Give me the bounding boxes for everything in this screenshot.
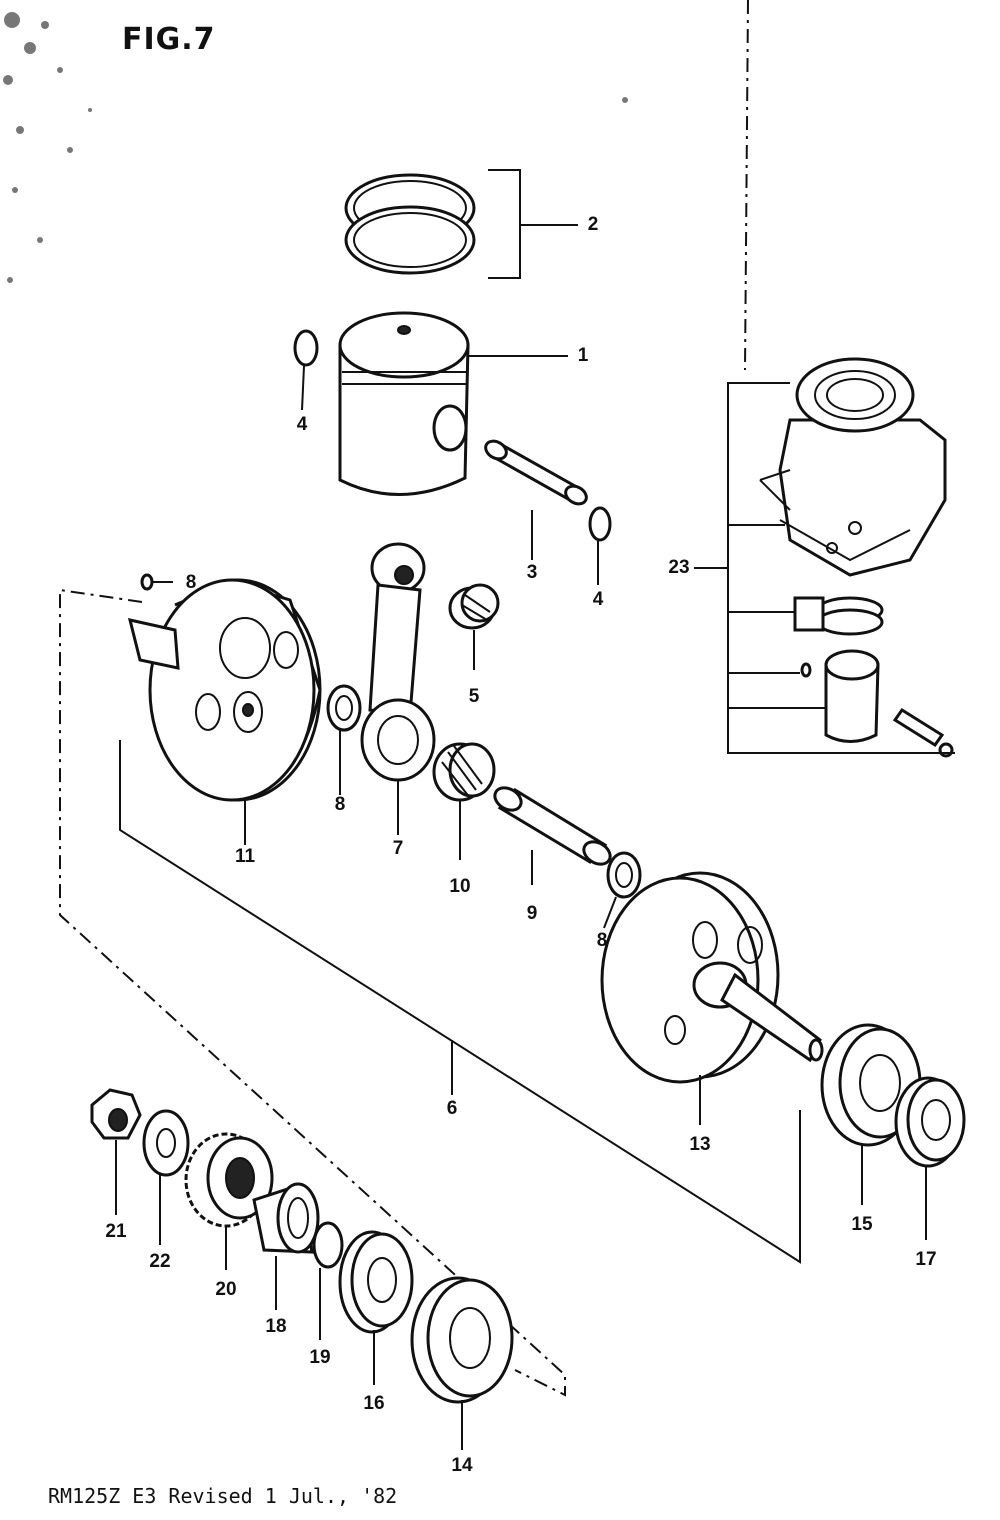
callout-washer: 22 xyxy=(149,1251,171,1272)
callout-o-ring: 19 xyxy=(309,1347,331,1368)
figure-title: FIG.7 xyxy=(122,22,216,57)
cylinder-assembly xyxy=(759,357,947,577)
crankshaft-nut xyxy=(90,1088,142,1215)
spacer-o-ring xyxy=(312,1221,344,1340)
connecting-rod xyxy=(360,542,436,835)
callout-small-end-bearing: 5 xyxy=(468,686,480,707)
nut-washer xyxy=(142,1109,190,1245)
callout-spacer: 18 xyxy=(265,1316,287,1337)
callout-right-main-bearing: 15 xyxy=(851,1214,873,1235)
left-crank-web xyxy=(127,578,322,845)
callout-left-crank-web: 11 xyxy=(234,846,256,867)
callout-nut: 21 xyxy=(105,1221,127,1242)
callout-piston: 1 xyxy=(577,345,589,366)
callout-big-end-bearing: 10 xyxy=(449,876,471,897)
callout-crankshaft-assembly: 6 xyxy=(446,1098,458,1119)
callout-thrust-washer-left: 8 xyxy=(334,794,346,815)
crankshaft-assembly-bracket xyxy=(59,588,801,1397)
callout-crank-pin: 9 xyxy=(526,903,538,924)
cylinder-kit-rings xyxy=(793,596,884,636)
crankshaft-spacer xyxy=(252,1182,320,1310)
right-boundary-line xyxy=(744,0,749,371)
callout-piston-pin: 3 xyxy=(526,562,538,583)
thrust-washer-left xyxy=(326,684,362,732)
piston xyxy=(338,311,568,496)
callout-gear: 20 xyxy=(215,1279,237,1300)
callout-connecting-rod: 7 xyxy=(392,838,404,859)
piston-pin xyxy=(484,439,588,560)
thrust-washer-right xyxy=(606,851,642,899)
cylinder-kit-bracket xyxy=(694,382,955,754)
cylinder-kit-piston xyxy=(800,649,954,758)
piston-pin-circlip-right xyxy=(588,506,612,542)
primary-drive-gear xyxy=(184,1132,274,1270)
left-main-bearing xyxy=(410,1276,514,1450)
right-oil-seal xyxy=(894,1076,966,1240)
callout-piston-rings: 2 xyxy=(587,214,599,235)
piston-rings xyxy=(344,169,578,279)
big-end-bearing xyxy=(432,742,496,860)
woodruff-key xyxy=(140,573,154,591)
callout-right-crank-web: 13 xyxy=(689,1134,711,1155)
callout-thrust-washer-right: 8 xyxy=(596,930,608,951)
callout-right-oil-seal: 17 xyxy=(915,1249,937,1270)
scan-noise xyxy=(3,12,628,283)
callout-left-main-bearing: 14 xyxy=(451,1455,473,1476)
callout-left-oil-seal: 16 xyxy=(363,1393,385,1414)
callout-circlip-right: 4 xyxy=(592,589,604,610)
piston-pin-circlip-left xyxy=(293,329,319,367)
callout-cylinder: 23 xyxy=(668,557,690,578)
callout-key: 8 xyxy=(185,572,197,593)
revision-footer: RM125Z E3 Revised 1 Jul., '82 xyxy=(48,1484,398,1508)
right-crank-web xyxy=(600,871,824,1125)
callout-circlip-left: 4 xyxy=(296,414,308,435)
crank-pin xyxy=(493,786,612,885)
left-oil-seal xyxy=(338,1230,414,1385)
small-end-bearing xyxy=(448,583,500,670)
